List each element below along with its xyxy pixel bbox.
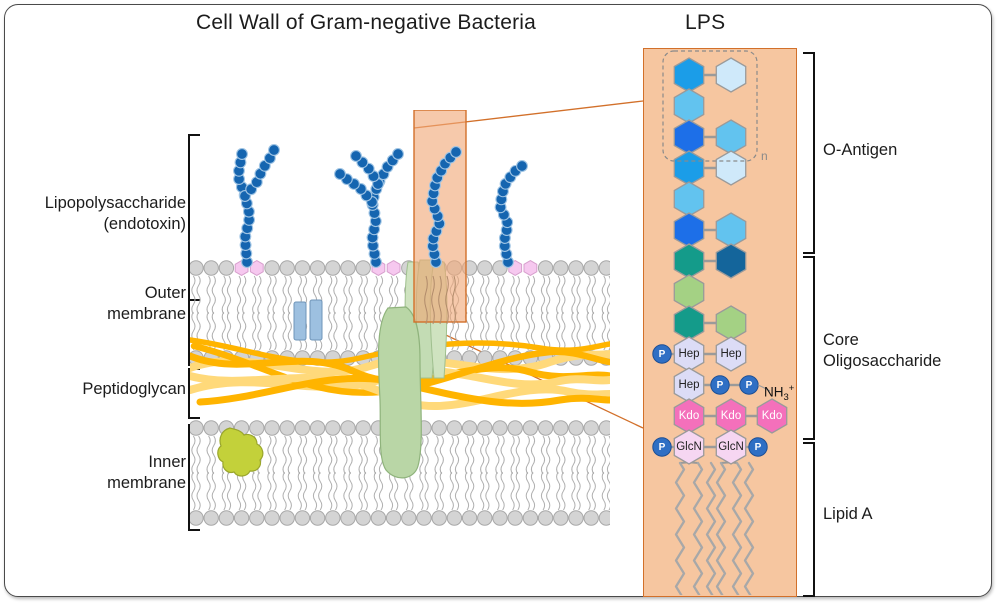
acyl-chain-4	[715, 461, 727, 595]
lps-panel-title: LPS	[685, 11, 726, 34]
glcn-label-1: GlcN	[676, 441, 702, 453]
glcn-sugar-1	[673, 429, 705, 465]
kdo-label-1: Kdo	[679, 410, 699, 422]
phosphate-glcn-right-label: P	[755, 442, 762, 453]
cell-wall-diagram	[190, 110, 610, 526]
lps-sugar-chains	[233, 144, 528, 268]
acyl-chain-5	[731, 461, 743, 595]
outer-membrane-blue-protein	[293, 299, 323, 341]
inner-membrane-olive-protein	[217, 427, 264, 477]
phosphate-hep1	[652, 344, 672, 364]
highlighted-lps-chain	[424, 146, 462, 325]
acyl-chain-3	[705, 461, 717, 595]
bracket-core-oligosaccharide	[803, 256, 815, 440]
acyl-chain-2	[692, 461, 704, 595]
core-sugar-2-left	[673, 305, 705, 341]
kdo-label-2: Kdo	[721, 410, 741, 422]
o-antigen-sugar-5-right	[715, 212, 747, 248]
bracket-lipid-a	[803, 442, 815, 597]
kdo-label-3: Kdo	[762, 410, 782, 422]
core-sugar-2-right	[715, 305, 747, 341]
o-antigen-sugar-1-left	[673, 88, 705, 124]
hep-sugar-2	[715, 336, 747, 372]
phosphate-glcn-left	[652, 437, 672, 457]
label-peptidoglycan: Peptidoglycan	[82, 380, 186, 398]
bracket-o-antigen	[803, 52, 815, 254]
o-antigen-sugar-2-left	[673, 119, 705, 155]
phosphate-groups: P P P P P	[652, 344, 768, 457]
bracket-lipopolysaccharide	[188, 134, 200, 301]
label-inner-membrane: Inner membrane	[107, 453, 186, 493]
glcn-label-2: GlcN	[718, 441, 744, 453]
hep-label-1: Hep	[678, 348, 699, 360]
phosphate-hep2-b-label: P	[746, 380, 753, 391]
phosphate-glcn-right	[748, 437, 768, 457]
core-sugar-1-left	[673, 274, 705, 310]
repeat-unit-n-label: n	[761, 149, 768, 163]
o-antigen-sugar-3-left	[673, 150, 705, 186]
label-lipid-a: Lipid A	[823, 505, 873, 523]
inner-membrane-graphic	[190, 420, 610, 526]
o-antigen-repeat-unit-box	[662, 50, 758, 162]
o-antigen-sugar-0-right	[715, 57, 747, 93]
acyl-chain-1	[674, 461, 686, 595]
glcn-sugar-2	[715, 429, 747, 465]
hep-label-3: Hep	[678, 379, 699, 391]
phosphate-hep2-a-label: P	[717, 380, 724, 391]
label-core-oligosaccharide: Core Oligosaccharide	[823, 331, 942, 371]
o-antigen-sugar-3-right	[715, 150, 747, 186]
phosphate-hep1-label: P	[659, 349, 666, 360]
o-antigen-sugar-4-left	[673, 181, 705, 217]
o-antigen-sugar-0-left	[673, 57, 705, 93]
phosphate-hep2-a	[710, 375, 730, 395]
o-antigen-sugar-2-right	[715, 119, 747, 155]
core-sugar-0-left	[673, 243, 705, 279]
label-o-antigen: O-Antigen	[823, 141, 898, 159]
inner-membrane-transporter-protein	[377, 306, 422, 479]
o-antigen-sugar-5-left	[673, 212, 705, 248]
figure-frame	[4, 4, 992, 597]
page-title: Cell Wall of Gram-negative Bacteria	[196, 11, 537, 34]
lipid-a-acyl-chains	[674, 461, 755, 595]
amine-linker	[757, 384, 771, 392]
core-sugar-0-right	[715, 243, 747, 279]
label-outer-membrane: Outer membrane	[107, 284, 186, 324]
label-lipopolysaccharide: Lipopolysaccharide (endotoxin)	[44, 194, 186, 234]
phosphate-glcn-left-label: P	[659, 442, 666, 453]
kdo-sugar-3	[756, 398, 788, 434]
acyl-chain-6	[743, 461, 755, 595]
hep-label-2: Hep	[720, 348, 741, 360]
sugar-hexagons	[673, 57, 788, 465]
amine-group-label: NH3+	[764, 383, 795, 404]
